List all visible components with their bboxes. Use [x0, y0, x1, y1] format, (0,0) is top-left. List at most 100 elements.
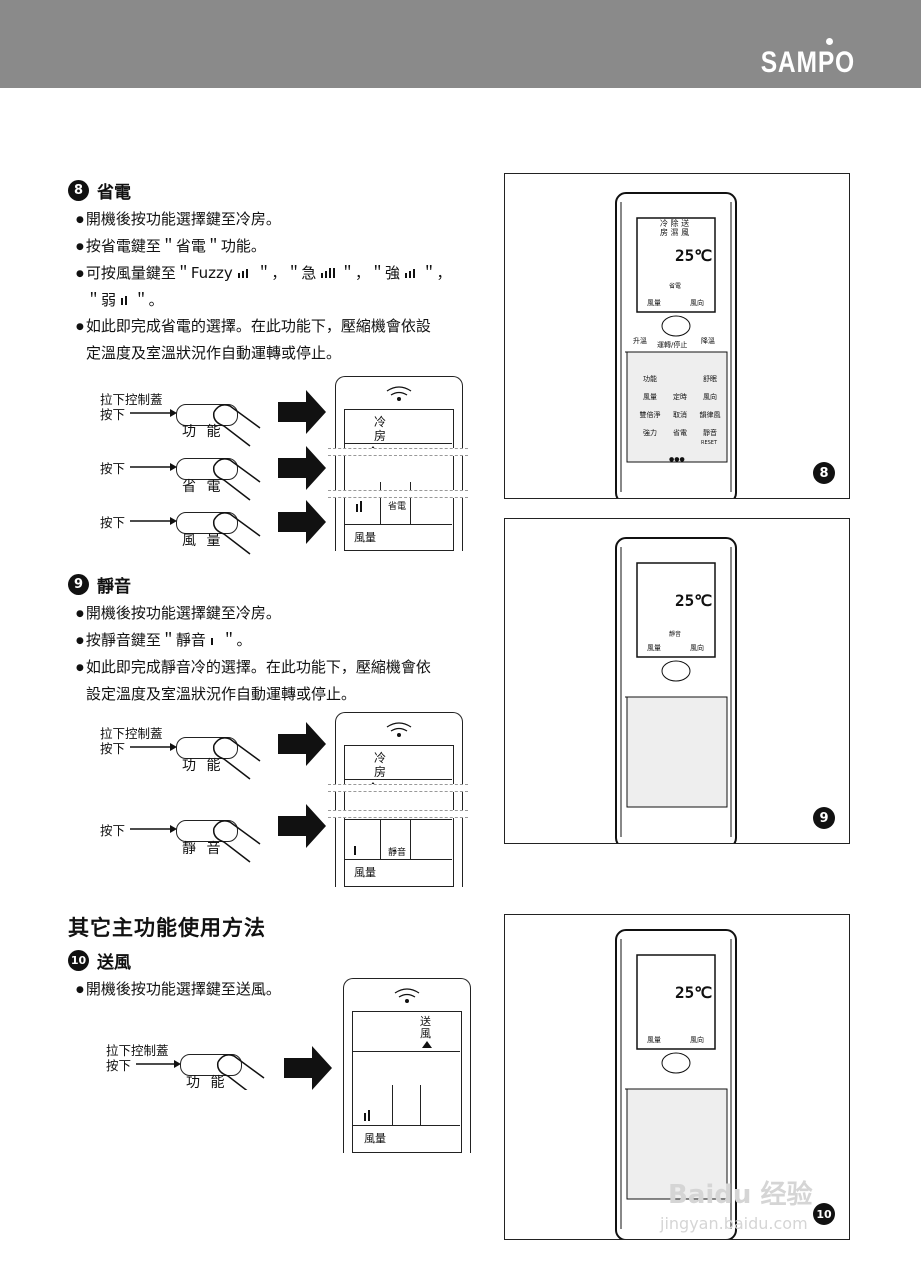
- s9-step1-label: 按下: [100, 741, 126, 756]
- remote-dir: 風向: [690, 644, 704, 652]
- key-fan: 風量: [643, 393, 657, 401]
- other-functions-title: 其它主功能使用方法: [68, 916, 266, 940]
- s8-remote-lcd: 冷 房 省電 風量: [335, 376, 463, 551]
- watermark-brand: Baidu 经验: [668, 1180, 813, 1210]
- s9-step1-label-top: 拉下控制蓋: [100, 726, 163, 741]
- remote-up: 升溫: [633, 337, 647, 345]
- section-8-title: 省電: [97, 183, 131, 203]
- key-blank: [665, 370, 695, 388]
- section-8-heading: 8 省電: [68, 178, 131, 203]
- fan-mid-icon: [404, 269, 415, 278]
- s9-lcd-fan-label: 風量: [354, 866, 376, 879]
- remote-fan: 風量: [647, 644, 661, 652]
- key-power: 強力: [643, 429, 657, 437]
- s9-lcd-break-1: [328, 784, 468, 792]
- section-8-instructions: 開機後按功能選擇鍵至冷房。 按省電鍵至＂省電＂功能。 可按風量鍵至＂Fuzzy …: [76, 206, 496, 366]
- key-cancel: 取消: [673, 411, 687, 419]
- s8-lcd-tag: 省電: [388, 502, 407, 512]
- remote-modes-line-1: 冷 除 送: [660, 219, 690, 228]
- s8-line-4: ＂弱: [86, 291, 117, 309]
- s10-step-arrow: [136, 1060, 181, 1068]
- s9-function-button: [176, 737, 238, 759]
- remote-fan: 風量: [647, 1036, 661, 1044]
- remote-panel-8: 冷 除 送 房 濕 風 25℃ 省電 風量 風向 升溫 運轉/停止 降溫 功能舒…: [504, 173, 850, 499]
- s8-lcd-mode-2: 房: [374, 429, 387, 443]
- remote-quiet-tag: 靜音: [669, 631, 682, 638]
- s10-big-arrow: [284, 1046, 332, 1090]
- s9-big-arrows: [278, 722, 326, 848]
- s8-step1-label-top: 拉下控制蓋: [100, 392, 163, 407]
- s8-line-3: 可按風量鍵至＂Fuzzy: [85, 264, 233, 282]
- s8-save-button: [176, 458, 238, 480]
- s10-function-button-label: 功 能: [186, 1075, 228, 1091]
- s9-lcd-break-2: [328, 810, 468, 818]
- remote-down: 降溫: [701, 337, 715, 345]
- panel-10-badge: 10: [813, 1203, 835, 1225]
- s8-lcd-mode-1: 冷: [374, 415, 387, 429]
- s9-quiet-button-label: 靜 音: [182, 841, 224, 857]
- s8-fan-button-label: 風 量: [182, 533, 224, 549]
- remote-modes-line-2: 房 濕 風: [660, 228, 690, 237]
- remote-illustration: [615, 537, 737, 843]
- signal-icon: [386, 386, 412, 401]
- remote-fan: 風量: [647, 299, 661, 307]
- remote-panel-9: 25℃ 靜音 風量 風向 9: [504, 518, 850, 844]
- s10-remote-lcd: 送 風 風量: [343, 978, 471, 1153]
- s10-lcd-mode-2: 風: [420, 1027, 431, 1040]
- section-10-instructions: 開機後按功能選擇鍵至送風。: [76, 976, 281, 1003]
- s8-step-arrows: [130, 409, 177, 525]
- s9-line-4: 設定溫度及室溫狀況作自動運轉或停止。: [86, 685, 357, 703]
- s9-step2-label: 按下: [100, 823, 126, 838]
- s9-remote-lcd: 冷 房 靜音 風量: [335, 712, 463, 887]
- section-10-heading: 10 送風: [68, 948, 131, 973]
- remote-save-tag: 省電: [669, 283, 682, 290]
- key-quiet: 靜音: [703, 429, 717, 437]
- s8-function-button: [176, 404, 238, 426]
- remote-dots: ●●●: [669, 456, 685, 463]
- remote-dir: 風向: [690, 1036, 704, 1044]
- key-double-clean: 雙倍淨: [639, 411, 661, 419]
- remote-keypad: 功能舒眠 風量定時風向 雙倍淨取消韻律風 強力省電靜音: [635, 370, 725, 442]
- s9-function-button-label: 功 能: [182, 758, 224, 774]
- s10-lcd-mode-1: 送: [420, 1015, 431, 1028]
- s8-line-6: 定溫度及室溫狀況作自動運轉或停止。: [86, 344, 342, 362]
- s8-step1-label: 按下: [100, 407, 126, 422]
- remote-temp: 25℃: [675, 983, 713, 1002]
- key-function: 功能: [643, 375, 657, 383]
- fan-quiet-icon: [210, 638, 213, 645]
- section-10-title: 送風: [97, 953, 131, 973]
- signal-icon: [394, 988, 420, 1003]
- s8-line-2: 按省電鍵至＂省電＂功能。: [85, 237, 266, 255]
- s8-line-5: 如此即完成省電的選擇。在此功能下，壓縮機會依設: [85, 317, 431, 335]
- remote-modes: 冷 除 送 房 濕 風: [660, 219, 689, 237]
- s8-fan-high: ＂，＂急: [256, 264, 317, 282]
- s10-step1-label: 按下: [106, 1058, 132, 1073]
- s9-lcd-mode-2: 房: [374, 765, 387, 779]
- fan-high-icon: [321, 268, 336, 278]
- remote-reset: RESET: [701, 440, 718, 446]
- section-9-heading: 9 靜音: [68, 572, 131, 597]
- remote-dir: 風向: [690, 299, 704, 307]
- s8-step3-label: 按下: [100, 515, 126, 530]
- remote-illustration: [615, 929, 737, 1239]
- s10-lcd-fan-label: 風量: [364, 1132, 386, 1145]
- s9-step-arrows: [130, 743, 177, 833]
- s8-lcd-fan-label: 風量: [354, 531, 376, 544]
- s8-step2-label: 按下: [100, 461, 126, 476]
- s8-fan-mid: ＂，＂強: [339, 264, 400, 282]
- section-8-number: 8: [68, 180, 89, 201]
- s9-line-1: 開機後按功能選擇鍵至冷房。: [85, 604, 281, 622]
- s9-line-3: 如此即完成靜音冷的選擇。在此功能下，壓縮機會依: [85, 658, 431, 676]
- watermark-url: jingyan.baidu.com: [660, 1214, 808, 1233]
- s8-fan-button: [176, 512, 238, 534]
- remote-panel-10: 25℃ 風量 風向 10: [504, 914, 850, 1240]
- s9-finger-icons: [212, 737, 261, 863]
- s8-finger-icons: [212, 404, 261, 555]
- section-9-instructions: 開機後按功能選擇鍵至冷房。 按靜音鍵至＂靜音 ＂。 如此即完成靜音冷的選擇。在此…: [76, 600, 496, 707]
- s10-line-1: 開機後按功能選擇鍵至送風。: [85, 980, 281, 998]
- s8-lcd-break-1: [328, 448, 468, 456]
- s8-lcd-break-2: [328, 490, 468, 498]
- remote-temp: 25℃: [675, 591, 713, 610]
- logo-dot: [826, 38, 833, 45]
- s10-function-button: [180, 1054, 242, 1076]
